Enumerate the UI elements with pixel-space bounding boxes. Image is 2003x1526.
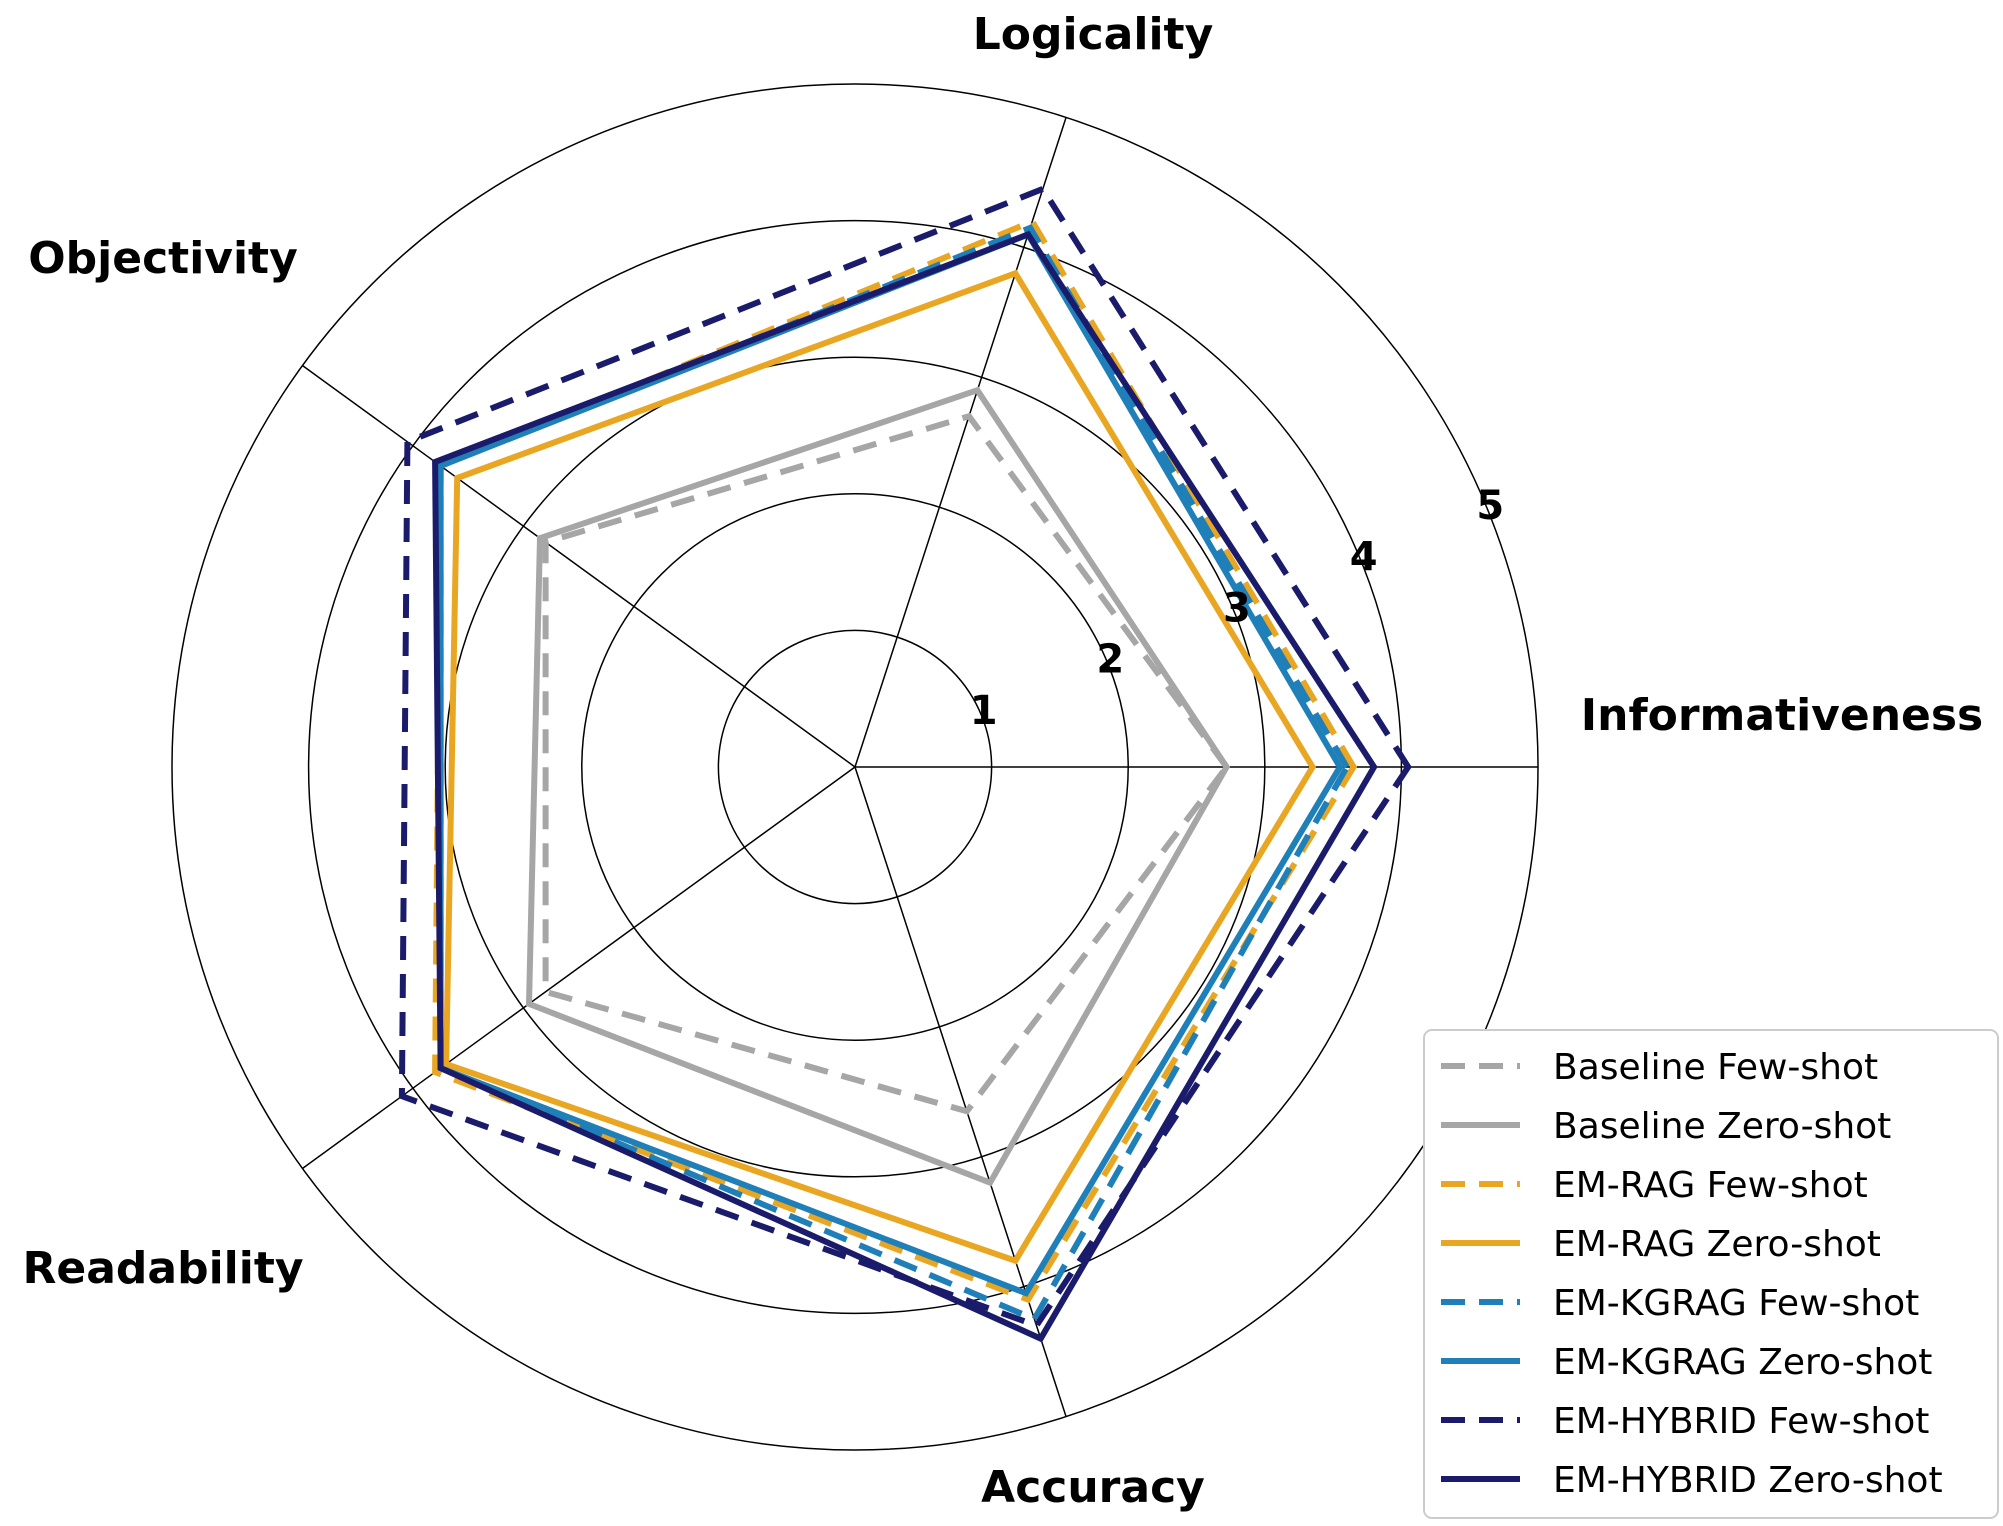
series-em-hybrid-zero-shot	[432, 230, 1378, 1343]
spoke-readability	[302, 766, 856, 1170]
axis-label-objectivity: Objectivity	[28, 233, 298, 284]
legend-label-baseline-few-shot: Baseline Few-shot	[1553, 1047, 1878, 1088]
rtick-label-1: 1	[970, 688, 998, 734]
spoke-logicality	[854, 117, 1067, 768]
axis-label-readability: Readability	[22, 1243, 303, 1294]
legend-label-em-rag-zero-shot: EM-RAG Zero-shot	[1553, 1224, 1881, 1265]
series-em-kgrag-zero-shot	[437, 230, 1344, 1297]
rtick-label-5: 5	[1476, 483, 1504, 529]
legend-label-em-kgrag-zero-shot: EM-KGRAG Zero-shot	[1553, 1342, 1932, 1383]
rtick-label-2: 2	[1096, 637, 1124, 683]
axis-label-logicality: Logicality	[973, 9, 1214, 60]
radar-grid	[171, 83, 1539, 1451]
legend-label-em-hybrid-zero-shot: EM-HYBRID Zero-shot	[1553, 1460, 1943, 1501]
series-em-rag-few-shot	[432, 217, 1358, 1304]
series-baseline-few-shot	[542, 412, 1231, 1115]
axis-label-informativeness: Informativeness	[1581, 690, 1984, 741]
legend-label-baseline-zero-shot: Baseline Zero-shot	[1553, 1106, 1891, 1147]
legend-box	[1423, 1029, 1999, 1519]
series-em-hybrid-few-shot	[398, 185, 1412, 1330]
series-em-kgrag-few-shot	[437, 224, 1351, 1323]
series-em-rag-zero-shot	[443, 269, 1317, 1265]
spoke-objectivity	[302, 364, 856, 768]
legend-label-em-kgrag-few-shot: EM-KGRAG Few-shot	[1553, 1283, 1919, 1324]
axis-label-accuracy: Accuracy	[981, 1462, 1205, 1513]
spoke-accuracy	[854, 766, 1067, 1417]
rtick-label-3: 3	[1223, 585, 1251, 631]
series-baseline-zero-shot	[525, 386, 1231, 1187]
legend-label-em-rag-few-shot: EM-RAG Few-shot	[1553, 1165, 1868, 1206]
series-group	[398, 185, 1412, 1343]
legend-label-em-hybrid-few-shot: EM-HYBRID Few-shot	[1553, 1401, 1929, 1442]
rtick-label-4: 4	[1350, 534, 1378, 580]
